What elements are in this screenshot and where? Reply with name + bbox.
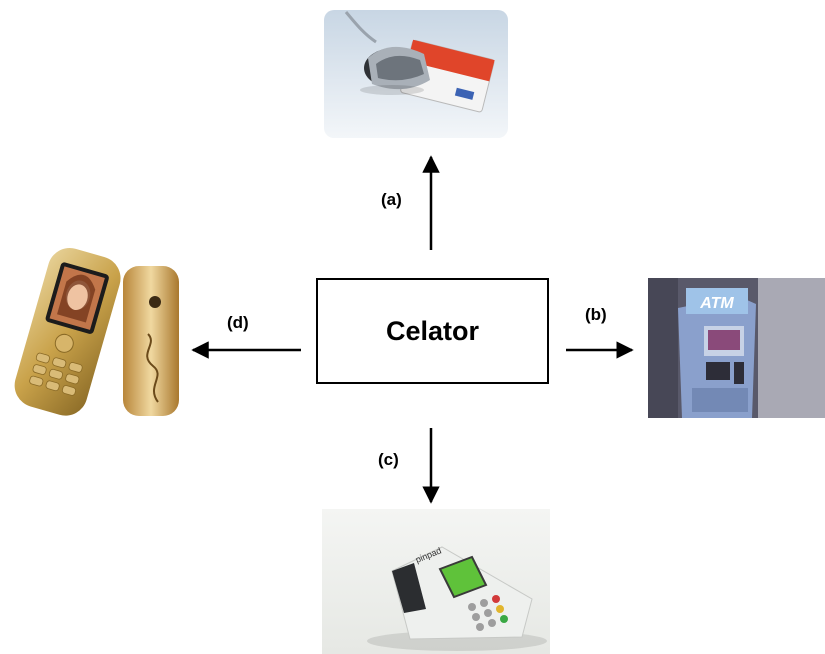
- atm-machine-icon: ATM: [648, 278, 825, 418]
- edge-label-a: (a): [381, 190, 402, 209]
- edge-label-d: (d): [227, 313, 249, 332]
- pos-keypad: [468, 595, 508, 631]
- edge-label-b: (b): [585, 305, 607, 324]
- pos-terminal-icon: pinpad: [322, 509, 550, 654]
- smart-card-reader-icon: [324, 10, 508, 138]
- mobile-phones-icon: [14, 247, 179, 416]
- atm-screen-text: ATM: [699, 295, 734, 312]
- celator-box: Celator: [316, 278, 549, 384]
- edge-label-c: (c): [378, 450, 399, 469]
- celator-label: Celator: [385, 315, 480, 346]
